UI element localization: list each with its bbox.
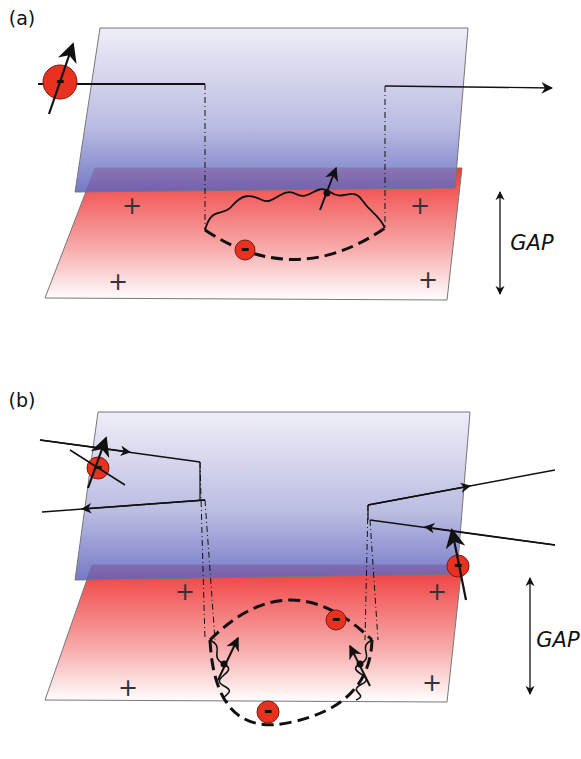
electron-charge: - (263, 700, 272, 722)
charge-sign: + (427, 580, 447, 604)
tunnel-line (205, 500, 215, 640)
charge-sign: + (122, 194, 142, 218)
panel-a (38, 28, 552, 300)
electron (447, 555, 469, 577)
electron (257, 701, 279, 723)
electron-path (425, 527, 555, 545)
spin-arrow (218, 638, 238, 680)
charge-sign: + (118, 676, 138, 700)
panel-b (40, 412, 555, 725)
charge-sign: + (410, 194, 430, 218)
electron-charge: - (93, 456, 102, 478)
wavy-line (356, 640, 372, 700)
superconductor-plane (45, 565, 462, 702)
tunnel-line (200, 462, 205, 640)
electron-charge: - (331, 608, 340, 630)
virtual-loop (205, 228, 385, 260)
gap-arrow (529, 578, 530, 694)
spin-arrow (320, 168, 336, 210)
charge-sign: + (422, 671, 442, 695)
charge-sign: + (175, 580, 195, 604)
electron-path (368, 486, 470, 505)
gap-label: GAP (510, 233, 553, 254)
gap-arrow (499, 192, 500, 294)
spin-axis (70, 450, 125, 485)
gap-label: GAP (536, 630, 579, 651)
electron-path (40, 440, 130, 452)
virtual-loop (210, 600, 372, 640)
hole-path (82, 500, 205, 509)
electron-charge: - (453, 554, 462, 576)
tunnel-line (385, 86, 386, 228)
electron (43, 65, 77, 99)
spin-arrow (350, 646, 370, 686)
electron-path (40, 440, 200, 462)
hole-path (42, 500, 205, 512)
electron-path (368, 470, 555, 505)
charge-sign: + (108, 270, 128, 294)
tunnel-line (365, 505, 368, 640)
normal-plane (75, 412, 470, 580)
spin-arrow (452, 530, 466, 600)
electron-path (385, 86, 552, 88)
panel-label: (a) (9, 9, 35, 28)
wavy-line (205, 189, 385, 230)
electron-path (370, 520, 555, 545)
electron-charge: - (55, 70, 64, 92)
spin-arrow (49, 44, 73, 114)
normal-plane (75, 28, 468, 192)
panel-label: (b) (9, 391, 36, 410)
tunnel-line (370, 520, 378, 640)
virtual-loop (210, 640, 372, 725)
charge-sign: + (418, 268, 438, 292)
tunnel-line (205, 84, 206, 230)
electron (87, 457, 109, 479)
spin-arrow (88, 438, 106, 488)
electron-charge: - (240, 238, 249, 260)
wavy-line (210, 640, 229, 702)
